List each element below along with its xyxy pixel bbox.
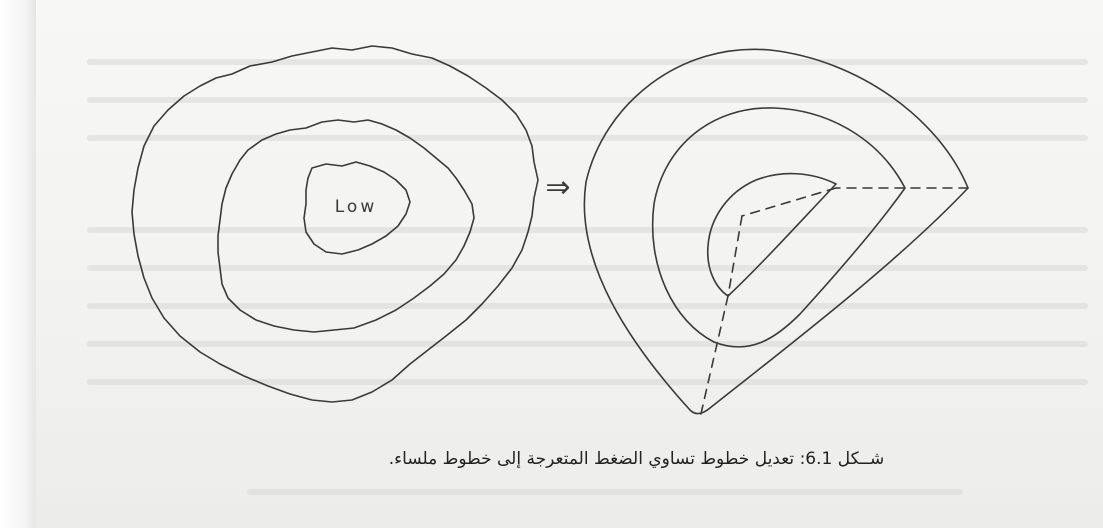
low-pressure-label: Low xyxy=(335,197,377,217)
dashed-trough-line xyxy=(741,187,837,217)
smooth-outer-isobar xyxy=(583,48,969,415)
jagged-outer-isobar xyxy=(131,45,539,403)
figure-caption-text: شــكل 6.1: تعديل خطوط تساوي الضغط المتعر… xyxy=(388,449,885,469)
dashed-trough-line xyxy=(727,215,743,297)
jagged-middle-isobar xyxy=(217,119,475,333)
transform-arrow-icon: ⇒ xyxy=(545,170,570,205)
figure-caption: شــكل 6.1: تعديل خطوط تساوي الضغط المتعر… xyxy=(0,449,1103,469)
smooth-inner-isobar xyxy=(706,172,837,297)
low-center-isobar xyxy=(303,161,411,255)
dashed-trough-line xyxy=(699,295,729,419)
paper xyxy=(36,0,1103,528)
paper-edge xyxy=(0,0,36,528)
smooth-middle-isobar xyxy=(651,107,906,348)
